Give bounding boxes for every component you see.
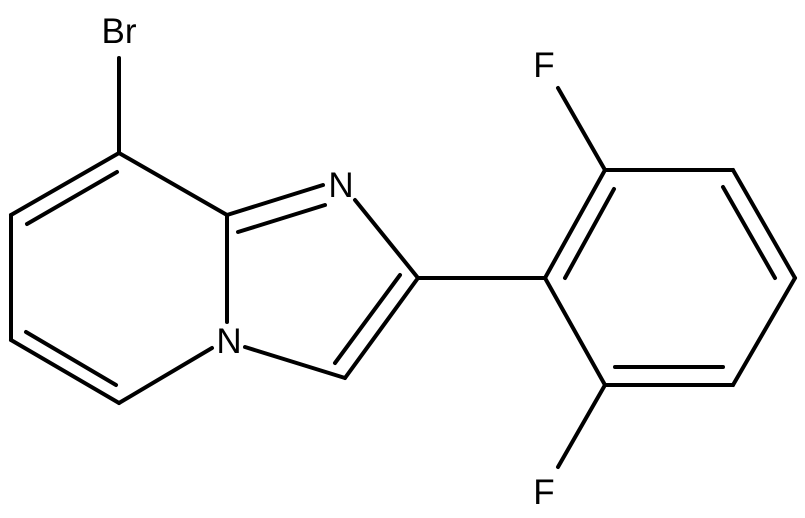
atom-label-br: Br: [102, 12, 137, 51]
bond-c8a-n1-double: [236, 203, 327, 234]
bond-c2-c3: [343, 276, 420, 380]
bond-n1-c2: [353, 198, 420, 280]
atom-label-n-bridge: N: [216, 322, 241, 361]
atom-label-f-top: F: [533, 46, 554, 85]
bond-c3-n4: [243, 345, 347, 380]
bond-n4-c5: [117, 346, 214, 405]
atom-label-n-imine: N: [328, 166, 353, 205]
atom-label-f-bottom: F: [533, 473, 554, 512]
bond-c8-c8a: [117, 151, 229, 217]
bond-c6p-f: [556, 383, 607, 469]
bond-c8a-n1: [225, 183, 325, 217]
bond-c3p-c4p-double: [721, 185, 777, 280]
bond-c4p-c5p: [731, 276, 797, 387]
bond-c6p-c1p: [543, 276, 607, 387]
bond-c5-c6-double: [24, 330, 118, 387]
bond-c2-c3-double: [333, 273, 402, 365]
bond-c5-c6: [9, 338, 121, 405]
bond-c2p-f: [556, 86, 607, 172]
bond-c1p-c2p-double: [563, 187, 616, 280]
bond-c3p-c4p: [731, 168, 797, 280]
bond-c7-c8-double: [25, 170, 119, 226]
bond-c1p-c2p: [543, 168, 607, 280]
bond-c7-c8: [9, 151, 121, 217]
